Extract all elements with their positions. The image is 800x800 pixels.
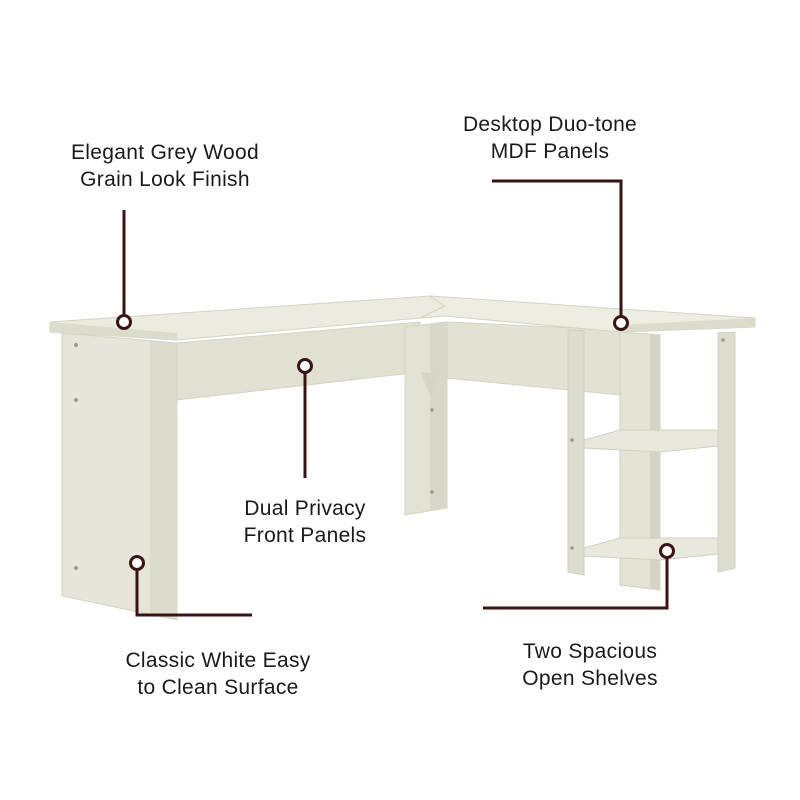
- marker-privacy: [297, 358, 313, 374]
- desk: [49, 295, 756, 621]
- callout-grey-wood-line2: Grain Look Finish: [80, 168, 250, 191]
- callout-white-surface: Classic White Easy to Clean Surface: [90, 647, 346, 701]
- hardware-dot: [570, 438, 574, 442]
- marker-duo-tone: [613, 315, 629, 331]
- callout-duo-tone: Desktop Duo-tone MDF Panels: [420, 111, 680, 165]
- hardware-dot: [74, 343, 78, 347]
- callout-shelves-line1: Two Spacious: [522, 640, 658, 663]
- desktop-edge-left: [50, 322, 177, 340]
- hardware-dot: [430, 490, 434, 494]
- callout-privacy-line1: Dual Privacy: [244, 497, 366, 520]
- shelf-post-middle-side: [650, 334, 660, 590]
- marker-white-surface: [129, 555, 145, 571]
- left-leg-side: [150, 341, 177, 620]
- return-privacy-panel: [446, 321, 621, 396]
- callout-duo-tone-line2: MDF Panels: [490, 140, 610, 163]
- shelf-post-right: [717, 331, 736, 573]
- callout-shelves: Two Spacious Open Shelves: [470, 638, 710, 692]
- leader-white-surface: [135, 570, 252, 617]
- callout-grey-wood-line1: Elegant Grey Wood: [71, 141, 259, 164]
- callout-privacy-line2: Front Panels: [243, 524, 367, 547]
- callout-leaders: [116, 179, 675, 617]
- corner-leg-side: [430, 322, 447, 511]
- corner-bracket: [420, 372, 440, 395]
- hardware-dot: [570, 546, 574, 550]
- callout-duo-tone-line1: Desktop Duo-tone: [462, 113, 638, 136]
- hardware-dot: [74, 566, 78, 570]
- hardware-dot: [721, 338, 725, 342]
- leader-duo-tone: [492, 179, 623, 316]
- callout-white-surface-line1: Classic White Easy: [125, 649, 311, 672]
- marker-shelves: [659, 543, 675, 559]
- shelf-post-left: [567, 329, 585, 576]
- hardware-dot: [430, 408, 434, 412]
- callout-grey-wood: Elegant Grey Wood Grain Look Finish: [30, 139, 300, 193]
- desktop-edge-right: [620, 318, 755, 332]
- callout-shelves-line2: Open Shelves: [522, 667, 658, 690]
- callout-white-surface-line2: to Clean Surface: [137, 676, 299, 699]
- callout-privacy: Dual Privacy Front Panels: [195, 495, 415, 549]
- upper-shelf: [583, 429, 719, 453]
- hardware-dot: [74, 398, 78, 402]
- leader-shelves: [483, 558, 669, 610]
- lower-shelf: [583, 537, 719, 561]
- marker-grey-wood: [116, 314, 132, 330]
